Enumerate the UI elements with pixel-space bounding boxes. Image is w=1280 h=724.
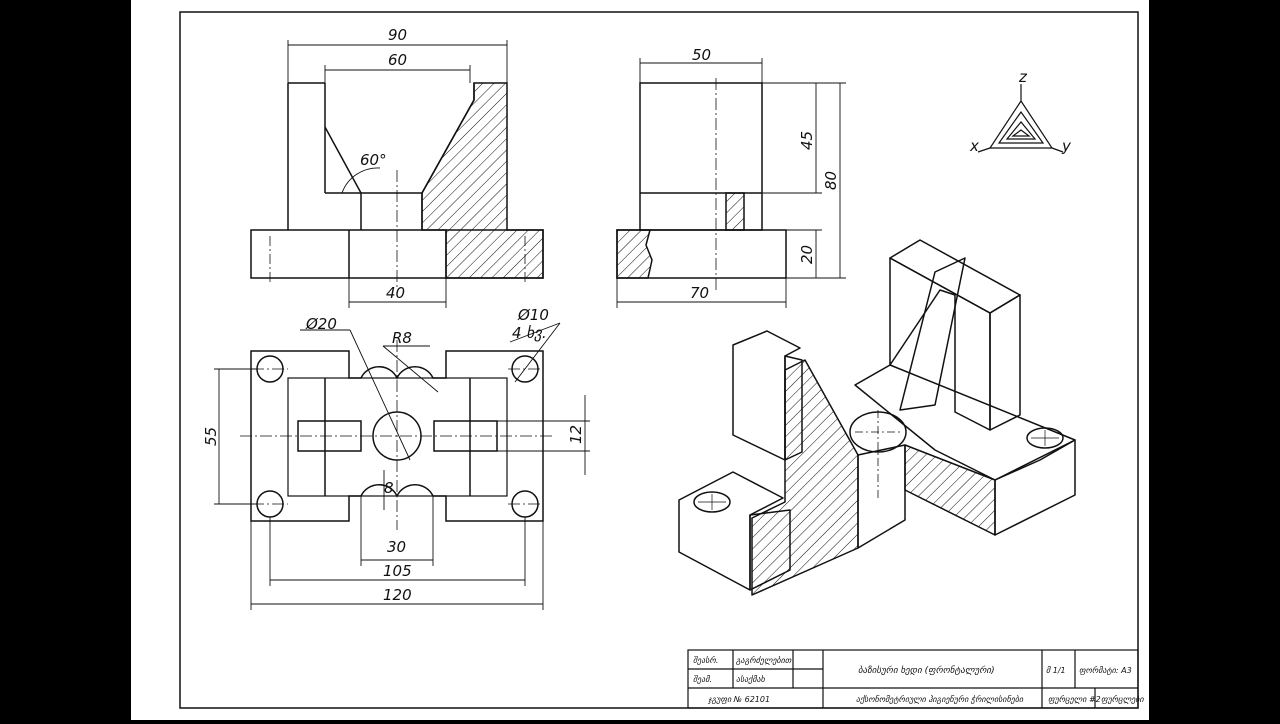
top-view <box>214 322 590 610</box>
dim-side-base-width: 70 <box>690 284 709 302</box>
title-name-1: გაგრძელებით <box>736 655 792 665</box>
dim-bottom-width: 40 <box>386 284 405 302</box>
dim-upper-height: 45 <box>798 131 816 150</box>
dim-side-top-width: 50 <box>692 46 711 64</box>
dim-hole-spacing-x: 105 <box>383 562 412 580</box>
dim-overall-width: 90 <box>388 26 407 44</box>
sheet-border <box>179 11 1139 709</box>
title-block <box>687 649 1139 709</box>
title-name-2: ასაქმახ <box>736 674 766 684</box>
title-role-1: შეასრ. <box>693 655 718 665</box>
title-sheet: ფურცელი #2 <box>1048 694 1101 704</box>
axis-y-label: y <box>1061 137 1072 155</box>
dim-base-height: 20 <box>798 245 816 264</box>
title-format: ფორმატი: A3 <box>1079 665 1132 675</box>
dim-corner-hole-count: 4 ხვ. <box>512 324 547 342</box>
dim-radius: R8 <box>392 329 412 347</box>
dim-corner-hole: Ø10 <box>517 306 549 324</box>
dim-angle: 60° <box>360 151 387 169</box>
dim-overall-length: 120 <box>383 586 412 604</box>
title-group: ჯგუფი № 62101 <box>707 695 770 704</box>
side-view <box>616 58 846 308</box>
title-main: ბაზისური ხედი (ფრონტალური) <box>858 665 995 676</box>
title-role-2: შეამ. <box>693 674 712 684</box>
dim-notch-depth: 8 <box>384 479 394 497</box>
axis-x-label: x <box>969 137 979 155</box>
isometric-view <box>678 239 1076 596</box>
dim-top-opening: 60 <box>388 51 407 69</box>
front-view <box>250 40 544 308</box>
axis-triad-icon <box>977 84 1064 153</box>
axis-z-label: z <box>1018 68 1028 86</box>
title-subtitle: აქსონომეტრიული ჰიგიენური ჭრილისინები <box>856 694 1024 704</box>
dim-notch-width: 30 <box>387 538 406 556</box>
dim-center-hole: Ø20 <box>305 315 337 333</box>
title-scale: მ 1/1 <box>1046 665 1066 675</box>
dim-slot: 12 <box>567 425 585 444</box>
dim-hole-spacing-y: 55 <box>202 427 220 446</box>
dim-total-height: 80 <box>822 171 840 190</box>
title-sheets: ფურცლები <box>1101 694 1144 704</box>
